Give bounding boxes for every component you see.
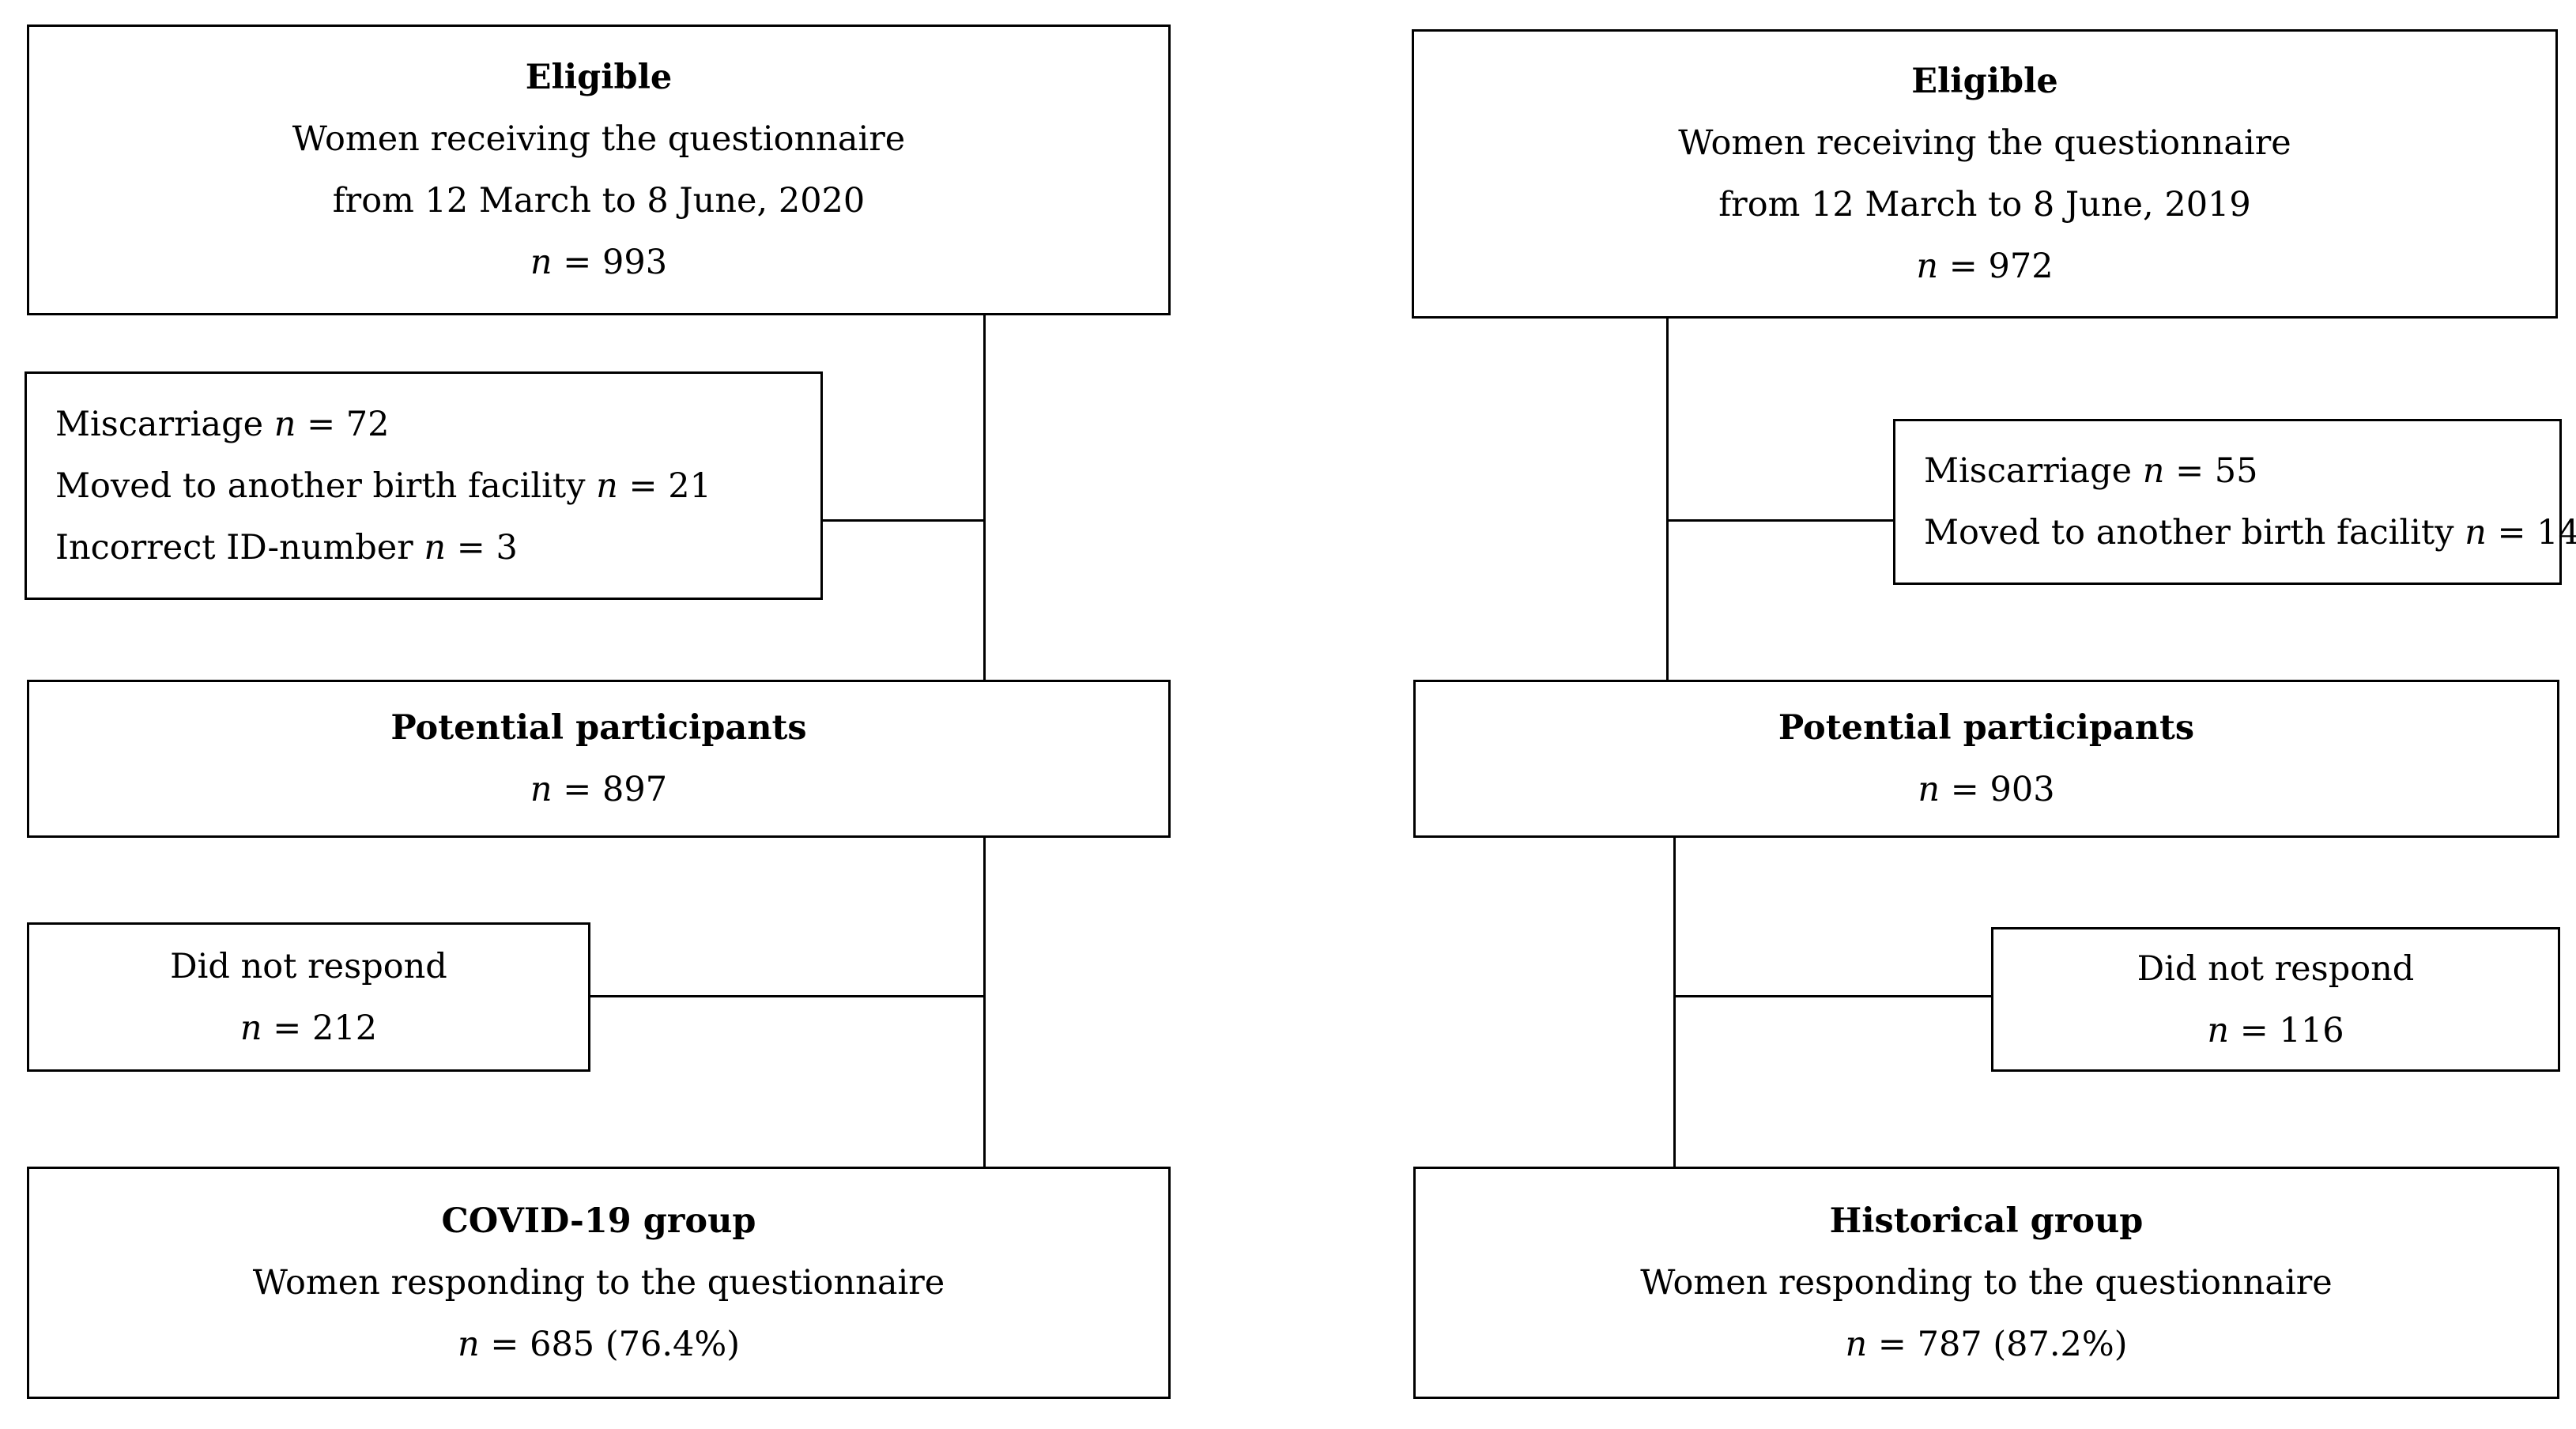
left-exclusion-label: Incorrect ID-number bbox=[55, 527, 424, 567]
n-symbol: n bbox=[1845, 1325, 1868, 1364]
right-exclusion-item: Moved to another birth facility n = 14 bbox=[1924, 502, 2576, 564]
left-eligible-title: Eligible bbox=[525, 58, 673, 97]
n-symbol: n bbox=[2207, 1010, 2230, 1050]
left-eligible-count: n = 993 bbox=[530, 232, 667, 293]
right-eligible-line1: Women receiving the questionnaire bbox=[1678, 123, 2291, 163]
connector-right-nonresponse-branch bbox=[1673, 995, 1993, 997]
right-exclusion-label: Miscarriage bbox=[1924, 451, 2143, 491]
right-group-count: n = 787 (87.2%) bbox=[1846, 1314, 2128, 1375]
left-group-count-value: = 685 (76.4%) bbox=[479, 1325, 740, 1364]
right-group-box: Historical group Women responding to the… bbox=[1413, 1167, 2559, 1399]
right-potential-box: Potential participants n = 903 bbox=[1413, 680, 2559, 838]
connector-left-exclusion-branch bbox=[820, 519, 985, 522]
right-group-title: Historical group bbox=[1829, 1201, 2144, 1241]
left-nonresponse-box: Did not respond n = 212 bbox=[27, 922, 590, 1072]
left-exclusion-value: = 72 bbox=[296, 404, 390, 444]
connector-right-potential-to-group bbox=[1673, 836, 1676, 1168]
right-potential-count-value: = 903 bbox=[1940, 770, 2055, 809]
right-nonresponse-count-value: = 116 bbox=[2229, 1010, 2344, 1050]
right-eligible-count-value: = 972 bbox=[1938, 247, 2054, 286]
left-group-line1: Women responding to the questionnaire bbox=[252, 1263, 945, 1303]
n-symbol: n bbox=[530, 243, 553, 282]
left-eligible-count-value: = 993 bbox=[552, 243, 668, 282]
right-group-count-value: = 787 (87.2%) bbox=[1867, 1325, 2128, 1364]
left-exclusion-value: = 3 bbox=[446, 527, 518, 567]
left-nonresponse-title: Did not respond bbox=[170, 946, 447, 986]
n-symbol: n bbox=[1918, 770, 1940, 809]
right-eligible-box: Eligible Women receiving the questionnai… bbox=[1412, 29, 2558, 319]
n-symbol: n bbox=[2465, 513, 2487, 552]
right-exclusion-value: = 55 bbox=[2164, 451, 2258, 491]
n-symbol: n bbox=[596, 466, 618, 506]
left-exclusion-item: Moved to another birth facility n = 21 bbox=[55, 455, 711, 517]
right-exclusion-label: Moved to another birth facility bbox=[1924, 513, 2465, 552]
n-symbol: n bbox=[1916, 247, 1939, 286]
left-nonresponse-count: n = 212 bbox=[240, 997, 377, 1059]
right-eligible-count: n = 972 bbox=[1916, 236, 2053, 297]
left-eligible-line2: from 12 March to 8 June, 2020 bbox=[332, 181, 866, 221]
left-potential-box: Potential participants n = 897 bbox=[27, 680, 1171, 838]
right-eligible-title: Eligible bbox=[1911, 62, 2058, 101]
left-potential-count-value: = 897 bbox=[552, 770, 668, 809]
n-symbol: n bbox=[2142, 451, 2165, 491]
connector-right-exclusion-branch bbox=[1666, 519, 1895, 522]
right-group-line1: Women responding to the questionnaire bbox=[1640, 1263, 2333, 1303]
n-symbol: n bbox=[424, 527, 447, 567]
left-group-count: n = 685 (76.4%) bbox=[458, 1314, 740, 1375]
left-exclusion-label: Miscarriage bbox=[55, 404, 274, 444]
connector-left-nonresponse-branch bbox=[588, 995, 985, 997]
left-group-box: COVID-19 group Women responding to the q… bbox=[27, 1167, 1171, 1399]
connector-left-potential-to-group bbox=[983, 836, 986, 1168]
n-symbol: n bbox=[458, 1325, 480, 1364]
right-exclusion-value: = 14 bbox=[2486, 513, 2576, 552]
connector-right-eligible-to-potential bbox=[1666, 316, 1669, 680]
right-exclusion-box: Miscarriage n = 55 Moved to another birt… bbox=[1893, 419, 2576, 585]
left-eligible-box: Eligible Women receiving the questionnai… bbox=[27, 25, 1171, 315]
right-nonresponse-count: n = 116 bbox=[2207, 1000, 2344, 1061]
left-potential-count: n = 897 bbox=[530, 759, 667, 820]
n-symbol: n bbox=[273, 404, 296, 444]
n-symbol: n bbox=[530, 770, 553, 809]
left-group-title: COVID-19 group bbox=[441, 1201, 756, 1241]
left-nonresponse-count-value: = 212 bbox=[262, 1008, 378, 1048]
left-exclusion-item: Miscarriage n = 72 bbox=[55, 394, 390, 455]
left-exclusion-item: Incorrect ID-number n = 3 bbox=[55, 517, 518, 579]
left-exclusion-value: = 21 bbox=[617, 466, 711, 506]
n-symbol: n bbox=[239, 1008, 262, 1048]
right-nonresponse-box: Did not respond n = 116 bbox=[1991, 927, 2560, 1072]
right-potential-title: Potential participants bbox=[1778, 708, 2195, 748]
left-eligible-line1: Women receiving the questionnaire bbox=[292, 119, 906, 159]
right-exclusion-item: Miscarriage n = 55 bbox=[1924, 440, 2258, 502]
left-potential-title: Potential participants bbox=[390, 708, 807, 748]
right-potential-count: n = 903 bbox=[1918, 759, 2054, 820]
right-nonresponse-title: Did not respond bbox=[2137, 948, 2415, 989]
left-exclusion-label: Moved to another birth facility bbox=[55, 466, 597, 506]
right-eligible-line2: from 12 March to 8 June, 2019 bbox=[1718, 185, 2251, 224]
left-exclusion-box: Miscarriage n = 72 Moved to another birt… bbox=[25, 371, 823, 600]
connector-left-eligible-to-potential bbox=[983, 312, 986, 680]
